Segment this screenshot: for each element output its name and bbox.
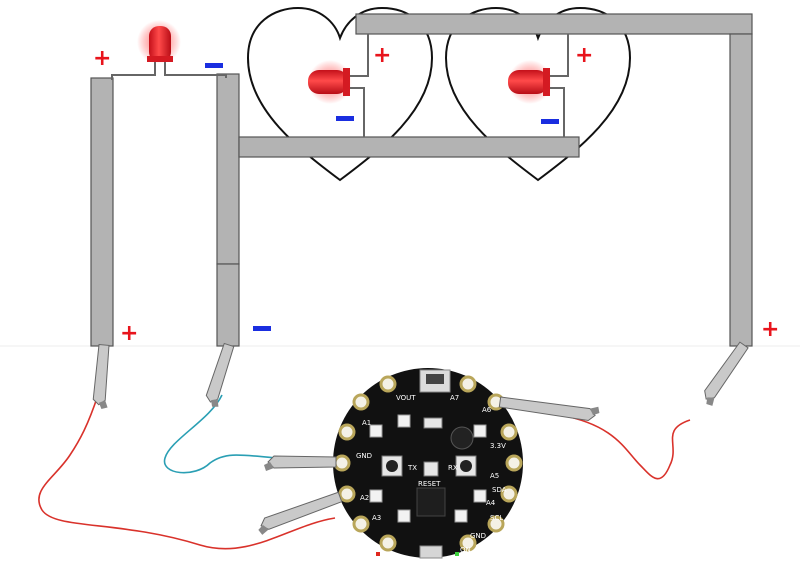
led-icon-top: [111, 20, 227, 80]
pin-label-a7: A7: [450, 394, 459, 402]
plus-sign-left-bottom: +: [120, 321, 138, 346]
plus-sign-right-bottom: +: [761, 317, 779, 342]
pin-label-a5: A5: [490, 472, 499, 480]
minus-sign-top-middle: [205, 63, 223, 68]
plus-sign-top-left: +: [93, 46, 111, 71]
pin-label-a1: A1: [362, 419, 371, 427]
pin-label-a3: A3: [372, 514, 381, 522]
silk-reset: RESET: [418, 480, 441, 488]
pin-label-a6: A6: [482, 406, 492, 414]
led-icon-heart-left: [308, 34, 369, 137]
pin-label-3v3: 3.3V: [490, 442, 506, 450]
pin-label-scl: SCL: [490, 514, 503, 522]
alligator-clip-icon-board-a7: [498, 396, 600, 421]
pin-label-a4: A4: [486, 499, 496, 507]
tape-middle-horizontal: [238, 136, 580, 158]
wire-red-right: [559, 414, 691, 480]
tape-right-vertical: [729, 33, 753, 347]
minus-sign-heart-left: [336, 116, 354, 121]
alligator-clip-icon-board-gnd: [264, 455, 337, 471]
alligator-clip-icon-middle: [205, 342, 235, 407]
led-icon-heart-right: [508, 34, 569, 137]
minus-sign-middle-bottom: [253, 326, 271, 331]
plus-sign-heart-left: +: [373, 43, 391, 68]
silk-on: ON: [460, 546, 471, 554]
minus-sign-heart-right: [541, 119, 559, 124]
circuit-playground-board: GND A1 A2 A3 A4 A5 A6 A7 3.3V VOUT GND S…: [333, 368, 523, 559]
pin-label-tx: TX: [407, 464, 417, 472]
pin-label-sda: SDA: [492, 486, 507, 494]
pin-label-gnd: GND: [356, 452, 372, 460]
alligator-clip-icon-right: [704, 341, 749, 406]
tape-middle-vertical-upper: [216, 73, 240, 265]
pin-label-a2: A2: [360, 494, 369, 502]
silk-d13: D13: [366, 546, 380, 554]
wire-teal: [163, 394, 331, 474]
tape-top-horizontal: [355, 13, 753, 35]
alligator-clip-icon-left: [92, 344, 110, 410]
pin-label-gnd-2: GND: [470, 532, 486, 540]
tape-left-vertical: [90, 77, 114, 347]
tape-middle-vertical-lower: [216, 263, 240, 347]
wire-red-left: [38, 394, 336, 550]
pin-label-rx: RX: [448, 464, 458, 472]
alligator-clip-icon-board-a2: [258, 491, 343, 535]
pin-label-vout: VOUT: [396, 394, 416, 402]
plus-sign-heart-right: +: [575, 43, 593, 68]
